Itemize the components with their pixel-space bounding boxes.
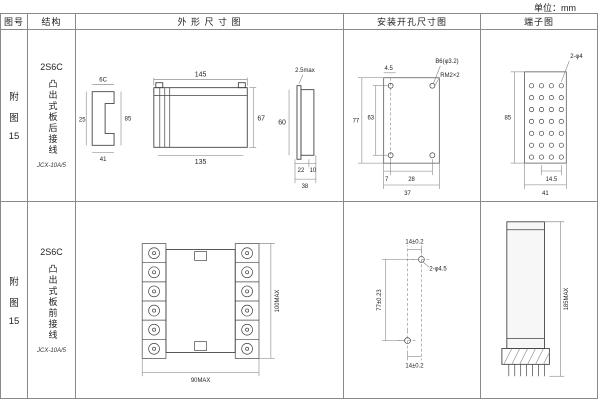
fig-number: 15 [8, 315, 20, 327]
dim-label: 6C [99, 78, 107, 84]
dim-label: 77 [353, 118, 360, 124]
dim-label: 41 [542, 191, 549, 197]
dim-label: 100MAX [275, 290, 281, 313]
dim-label: 7 [385, 177, 388, 183]
dim-label: 10 [310, 168, 317, 174]
dim-label: 14±0.2 [405, 240, 423, 246]
relay-cover-side [506, 221, 545, 349]
relay-body-front [165, 249, 236, 353]
terminal-board [524, 71, 567, 164]
dim-label: 25 [79, 117, 86, 123]
mounting-hole [387, 152, 394, 159]
row2-mounting-cell: 14±0.2 2-φ4.5 77±0.23 14±0.2 [344, 202, 481, 398]
row1-mounting-cell: 4.5 B6(φ3.2) RM2×2 77 63 7 28 [344, 30, 481, 202]
dim-label: 67 [257, 115, 265, 122]
dim-label: 2.5max [295, 68, 315, 74]
base-hatching [503, 348, 550, 365]
dim-label: 28 [408, 177, 415, 183]
row2-mounting-drawing: 14±0.2 2-φ4.5 77±0.23 14±0.2 [377, 240, 448, 370]
header-terminal: 端子图 [481, 14, 597, 30]
row2-terminal-cell: 185MAX [481, 202, 597, 398]
dim-label: 37 [404, 191, 411, 197]
relay-front-view [153, 87, 248, 148]
dim-label: 2-φ4 [570, 54, 583, 60]
row1-structure: 2S6C 凸出式板后接线 JCX-10A/5 [28, 30, 76, 202]
row1-terminal-drawing: 2-φ4 85 14.5 41 [504, 54, 583, 197]
dim-label: 77±0.23 [377, 289, 383, 311]
dim-label: 145 [195, 72, 207, 79]
row1-mounting-drawing: 4.5 B6(φ3.2) RM2×2 77 63 7 28 [353, 59, 460, 197]
dimension-table: 图号 结构 外 形 尺 寸 图 安装开孔尺寸图 端子图 附 图 15 2S6C … [0, 13, 598, 399]
row1-fig-number: 附 图 15 [1, 30, 28, 202]
dim-label: 14±0.2 [405, 363, 423, 369]
row2-structure: 2S6C 凸出式板前接线 JCX-10A/5 [28, 202, 76, 398]
dim-label: 14.5 [546, 177, 558, 183]
dim-label: 4.5 [385, 66, 394, 72]
structure-desc: 凸出式板前接线 [47, 263, 58, 341]
fig-number: 15 [8, 131, 20, 142]
row1-terminal-cell: 2-φ4 85 14.5 41 [481, 30, 597, 202]
dim-label: 85 [125, 116, 132, 122]
terminal-hole-grid [529, 83, 564, 160]
side-bracket-view [91, 91, 115, 146]
dim-label: 2-φ4.5 [429, 266, 447, 272]
row2-outline-cell: 100MAX 90MAX [76, 202, 344, 398]
dim-label: 63 [367, 115, 374, 121]
relay-side-view [300, 89, 315, 156]
fig-char: 附 [9, 276, 19, 288]
dim-label: 60 [278, 119, 286, 126]
dim-label: 41 [100, 157, 107, 163]
terminal-pins [508, 364, 545, 377]
row2-outline-drawing: 100MAX 90MAX [141, 243, 281, 384]
mounting-hole [429, 82, 436, 89]
header-structure: 结构 [28, 14, 76, 30]
left-terminal-column [141, 243, 167, 359]
header-fig-no: 图号 [1, 14, 28, 30]
fig-char: 图 [9, 113, 19, 124]
dim-label: 38 [302, 184, 309, 190]
relay-base [501, 348, 550, 365]
type-note: JCX-10A/5 [36, 163, 66, 169]
header-mounting: 安装开孔尺寸图 [344, 14, 481, 30]
dim-label: 22 [298, 168, 305, 174]
row1-outline-drawing: 6C 25 85 41 145 [79, 68, 317, 190]
fig-char: 附 [9, 92, 19, 103]
header-outline: 外 形 尺 寸 图 [76, 14, 344, 30]
row2-terminal-drawing: 185MAX [501, 221, 570, 377]
unit-label: 单位：mm [534, 3, 576, 13]
panel-cutout [383, 77, 440, 164]
fig-char: 图 [9, 297, 19, 309]
model-label: 2S6C [40, 62, 63, 72]
mounting-flange [296, 85, 302, 160]
structure-desc: 凸出式板后接线 [47, 79, 58, 156]
model-label: 2S6C [40, 246, 63, 257]
row2-fig-number: 附 图 15 [1, 202, 28, 398]
dim-label: RM2×2 [440, 73, 459, 79]
right-terminal-column [234, 243, 260, 359]
dim-label: B6(φ3.2) [435, 59, 458, 65]
row1-outline-cell: 6C 25 85 41 145 [76, 30, 344, 202]
dim-label: 90MAX [191, 378, 210, 384]
dim-label: 185MAX [564, 288, 570, 311]
dim-label: 135 [195, 159, 207, 166]
mounting-hole [429, 152, 436, 159]
type-note: JCX-10A/5 [36, 347, 66, 354]
mounting-hole [387, 82, 394, 89]
dim-label: 85 [504, 115, 511, 121]
